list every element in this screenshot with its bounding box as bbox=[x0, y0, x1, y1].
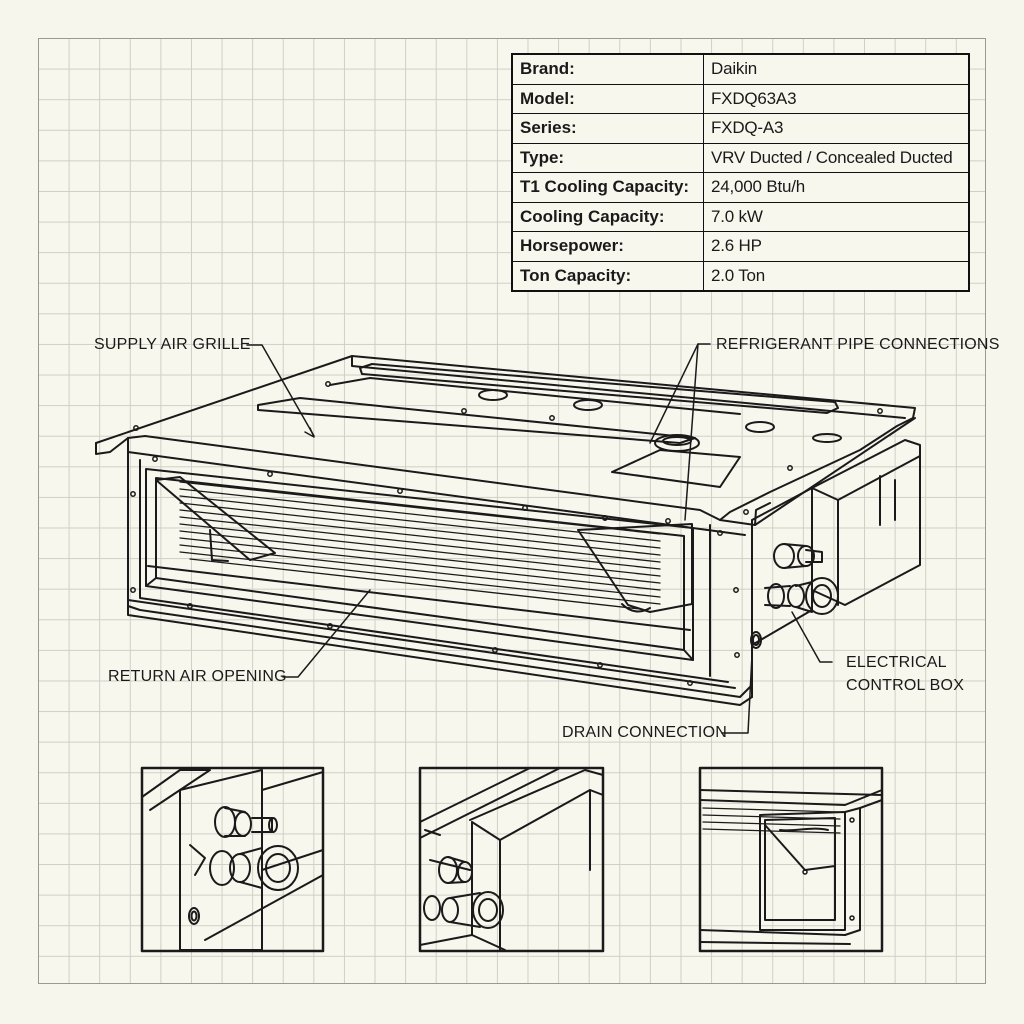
detail-inset-fittings bbox=[140, 766, 325, 953]
spec-label: Brand: bbox=[511, 53, 704, 85]
callout-refrigerant-pipe-connections: REFRIGERANT PIPE CONNECTIONS bbox=[716, 336, 1000, 353]
callout-return-air-opening: RETURN AIR OPENING bbox=[108, 668, 287, 685]
spec-value: FXDQ63A3 bbox=[703, 83, 970, 114]
spec-row-cooling: Cooling Capacity:7.0 kW bbox=[511, 201, 970, 232]
spec-value: FXDQ-A3 bbox=[703, 113, 970, 144]
spec-value: 2.0 Ton bbox=[703, 260, 970, 292]
spec-table: Brand:Daikin Model:FXDQ63A3 Series:FXDQ-… bbox=[511, 53, 970, 292]
callout-drain-connection: DRAIN CONNECTION bbox=[562, 724, 727, 741]
spec-value: VRV Ducted / Concealed Ducted bbox=[703, 142, 970, 173]
callout-supply-air-grille: SUPPLY AIR GRILLE bbox=[94, 336, 251, 353]
ducted-unit-body bbox=[95, 355, 921, 706]
spec-row-type: Type:VRV Ducted / Concealed Ducted bbox=[511, 142, 970, 173]
spec-row-series: Series:FXDQ-A3 bbox=[511, 113, 970, 144]
detail-inset-control-box bbox=[418, 766, 605, 953]
callout-electrical-control-box-line1: ELECTRICAL bbox=[846, 654, 947, 671]
spec-row-ton: Ton Capacity:2.0 Ton bbox=[511, 260, 970, 292]
spec-label: Series: bbox=[511, 113, 704, 144]
detail-inset-opening bbox=[698, 766, 884, 953]
spec-row-model: Model:FXDQ63A3 bbox=[511, 83, 970, 114]
spec-label: Ton Capacity: bbox=[511, 260, 704, 292]
spec-row-t1-cooling: T1 Cooling Capacity:24,000 Btu/h bbox=[511, 172, 970, 203]
callout-electrical-control-box-line2: CONTROL BOX bbox=[846, 677, 965, 694]
spec-value: 7.0 kW bbox=[703, 201, 970, 232]
spec-label: Type: bbox=[511, 142, 704, 173]
spec-row-brand: Brand:Daikin bbox=[511, 53, 970, 85]
spec-row-horsepower: Horsepower:2.6 HP bbox=[511, 231, 970, 262]
leader-lines bbox=[246, 343, 833, 734]
spec-value: 24,000 Btu/h bbox=[703, 172, 970, 203]
spec-value: Daikin bbox=[703, 53, 970, 85]
spec-label: Model: bbox=[511, 83, 704, 114]
